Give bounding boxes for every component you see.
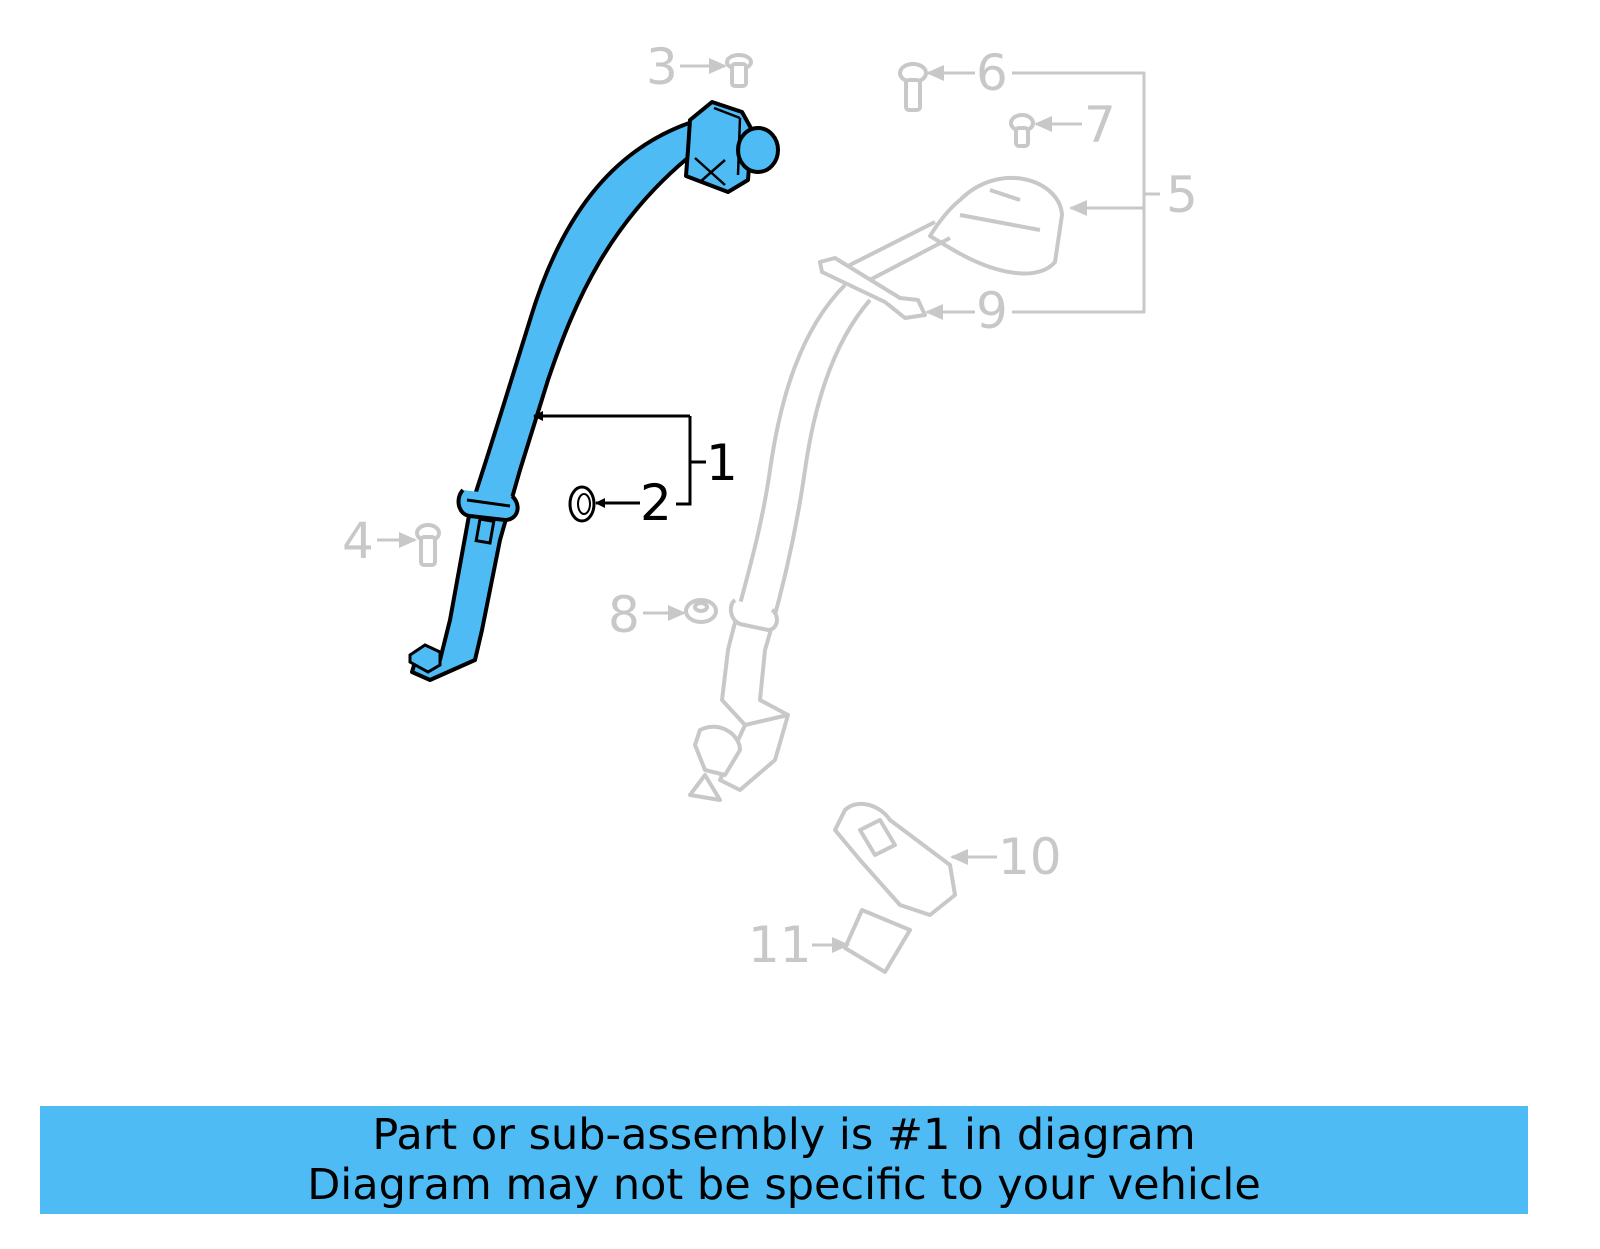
bolt-part-3: [725, 53, 753, 88]
callout-4[interactable]: 4: [342, 512, 374, 570]
callout-6[interactable]: 6: [976, 44, 1008, 102]
callout-8[interactable]: 8: [608, 586, 640, 644]
parts-diagram: [377, 53, 1160, 974]
callout-11[interactable]: 11: [748, 916, 812, 974]
retractor: [684, 100, 780, 194]
callout-9[interactable]: 9: [976, 282, 1008, 340]
belt-guide-loop: [456, 488, 520, 545]
bolt-part-4: [415, 523, 441, 567]
buckle-part-10: [833, 801, 957, 917]
callout-3[interactable]: 3: [646, 38, 678, 96]
callout-1[interactable]: 1: [706, 434, 738, 492]
seat-belt-assembly-part-1[interactable]: [408, 100, 780, 682]
callout-7[interactable]: 7: [1084, 96, 1116, 154]
washer-part-2[interactable]: [568, 485, 596, 523]
cover-part-11: [843, 908, 912, 974]
inactive-parts: [377, 53, 1160, 974]
callout-2[interactable]: 2: [640, 474, 672, 532]
leader-lines-active: [533, 411, 706, 508]
callout-10[interactable]: 10: [998, 828, 1062, 886]
info-banner: Part or sub-assembly is #1 in diagram Di…: [40, 1106, 1528, 1214]
screw-part-6: [898, 62, 928, 112]
seat-belt-part-5: [688, 175, 1064, 802]
bolt-part-7: [1009, 113, 1035, 148]
callout-5[interactable]: 5: [1166, 166, 1198, 224]
belt-webbing: [410, 120, 697, 682]
banner-line-1: Part or sub-assembly is #1 in diagram: [372, 1110, 1196, 1160]
nut-part-8: [684, 598, 718, 624]
banner-line-2: Diagram may not be specific to your vehi…: [307, 1160, 1261, 1210]
anchor-bracket: [408, 643, 442, 674]
